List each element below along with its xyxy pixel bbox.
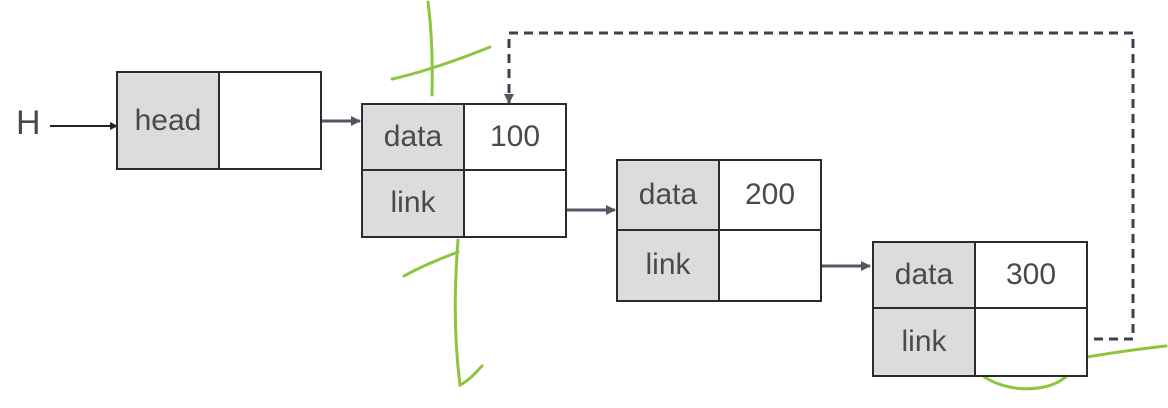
data-value: 100 [465, 105, 565, 171]
data-value: 200 [720, 161, 820, 231]
head-node-label: head [118, 73, 220, 168]
node-100: data 100 link [361, 103, 567, 238]
link-value [465, 170, 565, 236]
cross-mark-top [426, 0, 434, 97]
node-200: data 200 link [616, 159, 822, 302]
head-pointer-label: H [16, 104, 41, 142]
link-label: link [618, 230, 720, 300]
head-node-pointer [220, 73, 320, 168]
cross-mark-top-stroke [390, 45, 492, 81]
cross-mark-bottom [453, 238, 484, 388]
link-value [976, 309, 1086, 375]
cross-mark-bottom-stroke [402, 250, 460, 278]
link-label: link [363, 170, 465, 236]
head-node: head [116, 71, 322, 170]
tail-to-node-100-dashed-arrow [504, 31, 1135, 341]
data-label: data [618, 161, 720, 231]
data-value: 300 [976, 243, 1086, 309]
data-label: data [874, 243, 976, 309]
link-label: link [874, 309, 976, 375]
data-label: data [363, 105, 465, 171]
node-300: data 300 link [872, 241, 1088, 377]
link-value [720, 230, 820, 300]
